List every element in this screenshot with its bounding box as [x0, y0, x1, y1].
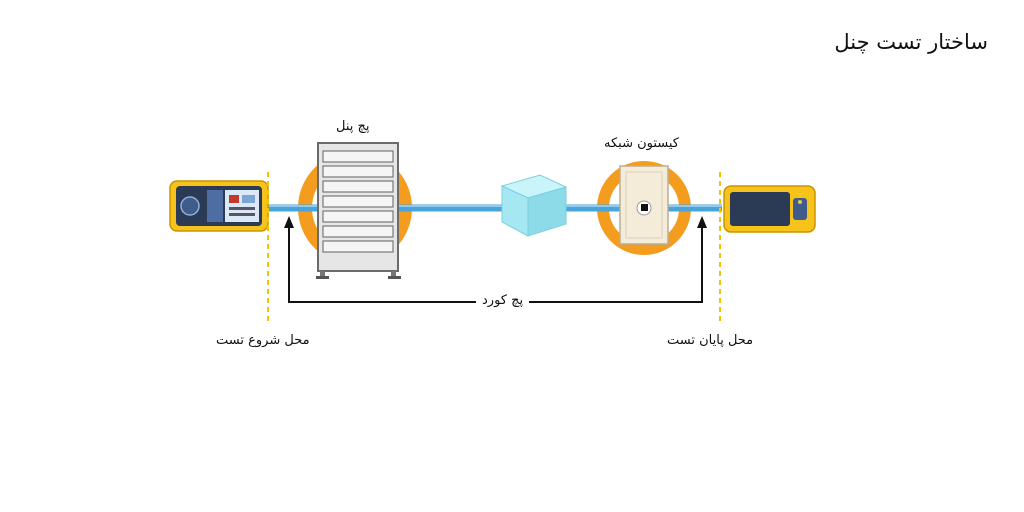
page-title: ساختار تست چنل	[834, 30, 988, 54]
keystone-wall-plate-icon	[619, 165, 669, 245]
main-tester-icon	[169, 180, 269, 232]
keystone-label: کیستون شبکه	[604, 136, 679, 151]
patch-cord-label: پچ کورد	[476, 293, 530, 308]
arrow-head-left	[284, 216, 294, 228]
patch-panel-label: پچ پنل	[336, 119, 370, 134]
patch-panel-icon	[316, 142, 401, 279]
test-start-label: محل شروع تست	[216, 333, 310, 348]
test-end-label: محل پایان تست	[667, 333, 754, 348]
coupler-cube-icon	[500, 174, 568, 237]
remote-tester-icon	[723, 185, 816, 233]
arrow-head-right	[697, 216, 707, 228]
